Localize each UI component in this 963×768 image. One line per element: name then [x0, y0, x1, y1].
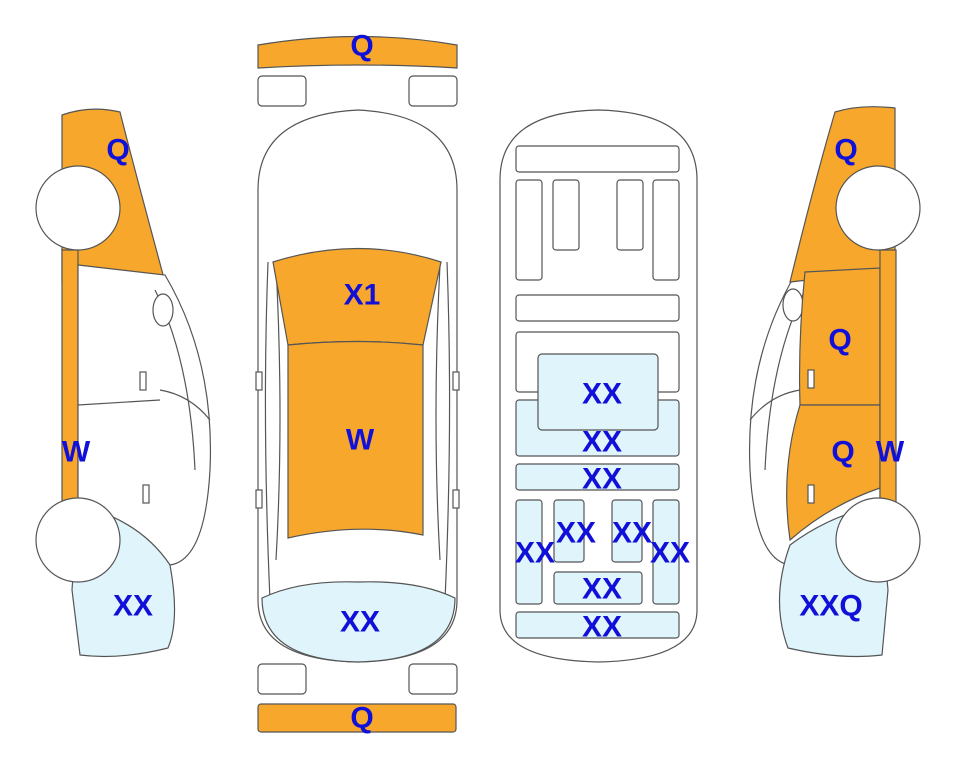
floor-right-outer-label: XX: [650, 537, 690, 570]
floor-front-rail: [515, 145, 680, 173]
hood-label: X1: [344, 279, 381, 312]
floor-center-mid-label: XX: [582, 426, 622, 459]
trunk-panel[interactable]: [261, 581, 456, 663]
floor-center-low-panel[interactable]: [515, 463, 680, 491]
right-rear-door-label: Q: [831, 436, 854, 469]
floor-tunnel-panel[interactable]: [553, 571, 643, 605]
right-front-door-label: Q: [828, 324, 851, 357]
left-side-label: W: [62, 436, 91, 469]
floor-left-outer-panel[interactable]: [515, 499, 543, 605]
front-bumper-group: Q: [257, 30, 458, 107]
top-left-handle: [255, 489, 263, 509]
floor-view: XX XX XX XX XX XX XX XX XX: [499, 109, 698, 663]
right-mirror-line: [749, 389, 801, 421]
floor-center-top-panel[interactable]: [537, 353, 659, 431]
right-front-wheel: [835, 165, 921, 251]
floor-tunnel-label: XX: [582, 573, 622, 606]
rear-right-light: [408, 663, 458, 695]
left-front-handle: [139, 371, 147, 391]
front-bumper-label: Q: [350, 30, 373, 63]
top-right-door-line: [444, 261, 451, 601]
floor-crossmember: [515, 294, 680, 322]
floor-right-inner-label: XX: [612, 517, 652, 550]
floor-right-inner-panel[interactable]: [611, 499, 643, 563]
floor-right-front-rail: [652, 179, 680, 281]
top-left-window-line: [275, 264, 281, 561]
right-mirror: [782, 288, 804, 322]
floor-left-inner-label: XX: [556, 517, 596, 550]
left-side-view: Q W XX: [35, 108, 212, 658]
roof-label: W: [346, 424, 375, 457]
right-side-view: Q Q Q W XXQ: [748, 106, 921, 658]
left-rear-wheel: [35, 497, 121, 583]
right-rear-handle: [807, 484, 815, 504]
right-rear-quarter-label: XXQ: [799, 590, 862, 623]
trunk-label: XX: [340, 606, 380, 639]
right-rear-wheel: [835, 497, 921, 583]
front-bumper-panel[interactable]: [257, 35, 458, 69]
floor-right-outer-panel[interactable]: [652, 499, 680, 605]
top-right-mirror: [452, 371, 460, 391]
floor-right-inner-rail: [616, 179, 644, 251]
left-door-split: [77, 399, 161, 406]
top-left-mirror: [255, 371, 263, 391]
roof-panel[interactable]: [287, 340, 424, 539]
rear-bumper-panel[interactable]: [257, 703, 457, 733]
front-left-light: [257, 75, 307, 107]
floor-left-front-rail: [515, 179, 543, 281]
right-front-handle: [807, 369, 815, 389]
floor-left-inner-panel[interactable]: [553, 499, 585, 563]
top-right-window-line: [435, 264, 441, 561]
floor-rear-panel[interactable]: [515, 611, 680, 639]
left-mirror-line: [159, 389, 211, 421]
left-mirror: [152, 293, 174, 327]
left-rear-handle: [142, 484, 150, 504]
right-rear-door-panel[interactable]: [786, 404, 881, 542]
top-right-handle: [452, 489, 460, 509]
front-right-light: [408, 75, 458, 107]
rear-left-light: [257, 663, 307, 695]
floor-center-top-label: XX: [582, 378, 622, 411]
right-side-label: W: [876, 436, 905, 469]
left-rear-quarter-label: XX: [113, 590, 153, 623]
floor-left-outer-label: XX: [515, 537, 555, 570]
floor-center-low-label: XX: [582, 463, 622, 496]
floor-rear-label: XX: [582, 611, 622, 644]
left-front-wheel: [35, 165, 121, 251]
left-front-fender-label: Q: [106, 134, 129, 167]
top-view-car: X1 W XX: [255, 109, 460, 663]
rear-bumper-group: Q: [257, 663, 458, 735]
rear-bumper-label: Q: [350, 702, 373, 735]
top-left-door-line: [264, 261, 271, 601]
floor-left-inner-rail: [552, 179, 580, 251]
right-front-fender-label: Q: [834, 134, 857, 167]
